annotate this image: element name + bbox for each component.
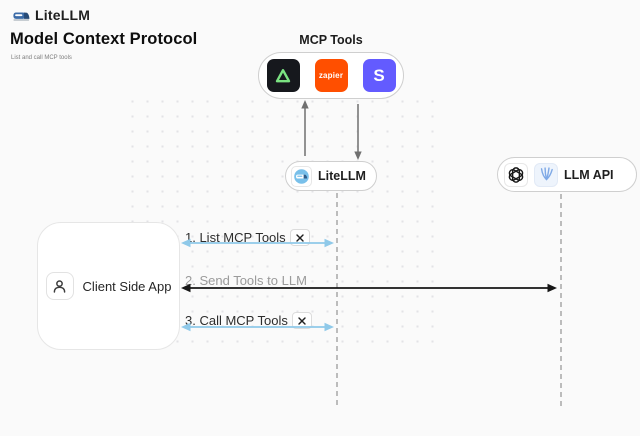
hammer-wrench-icon <box>291 312 312 329</box>
page-title: Model Context Protocol <box>10 30 198 48</box>
tool-tile-zapier: zapier <box>314 59 348 92</box>
node-client-side-app: Client Side App <box>37 222 180 350</box>
message-2-label: 2. Send Tools to LLM <box>185 273 307 288</box>
message-3-label: 3. Call MCP Tools <box>185 312 312 329</box>
arrow-litellm-to-mcp-up <box>301 100 309 156</box>
mcp-tools-box: zapier S <box>258 52 404 99</box>
mcp-tools-label: MCP Tools <box>299 33 363 47</box>
node-litellm: LiteLLM <box>285 161 377 191</box>
train-icon <box>13 9 30 22</box>
message-1-text: 1. List MCP Tools <box>185 230 286 245</box>
node-llm-api: LLM API <box>497 157 637 192</box>
message-1-label: 1. List MCP Tools <box>185 229 310 246</box>
tool-tile-stripe: S <box>362 59 396 92</box>
person-icon <box>45 272 74 300</box>
client-node-label: Client Side App <box>82 278 172 294</box>
arrow-mcp-to-litellm-down <box>354 104 362 160</box>
litellm-node-label: LiteLLM <box>318 169 366 183</box>
message-2-text: 2. Send Tools to LLM <box>185 273 307 288</box>
page-subtitle: List and call MCP tools <box>11 55 72 61</box>
message-3-text: 3. Call MCP Tools <box>185 313 288 328</box>
hammer-wrench-icon <box>289 229 310 246</box>
triangle-tool-icon <box>275 68 291 82</box>
tool-tile-triangle <box>266 59 300 92</box>
openai-icon <box>504 162 528 187</box>
stripe-logo: S <box>373 65 385 85</box>
brand-text: LiteLLM <box>35 7 91 23</box>
litellm-brand: LiteLLM <box>13 7 90 23</box>
llm-api-node-label: LLM API <box>564 167 614 182</box>
litellm-train-icon <box>291 165 312 187</box>
llm-provider-icon <box>534 162 558 187</box>
zapier-logo: zapier <box>318 71 344 80</box>
